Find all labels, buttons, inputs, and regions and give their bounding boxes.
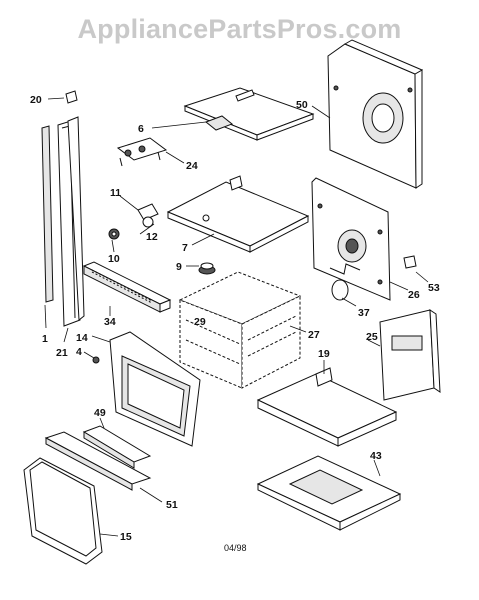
part-vent-grille-34 xyxy=(82,261,172,316)
callout-6: 6 xyxy=(138,123,144,135)
callout-24: 24 xyxy=(186,160,198,172)
callout-37: 37 xyxy=(358,307,370,319)
callout-15: 15 xyxy=(120,531,132,543)
date-code: 04/98 xyxy=(224,543,247,553)
part-switch-11 xyxy=(119,195,159,221)
part-gasket-37 xyxy=(331,279,357,307)
callout-20: 20 xyxy=(30,94,42,106)
part-top-panel-7 xyxy=(166,175,310,253)
part-knob-10 xyxy=(108,228,120,253)
part-side-strip-21 xyxy=(57,116,85,343)
part-handle-51 xyxy=(44,431,163,503)
part-rear-panel-50 xyxy=(311,39,424,189)
part-bottom-tray-43 xyxy=(256,455,402,531)
callout-19: 19 xyxy=(318,348,330,360)
callout-1: 1 xyxy=(42,333,48,345)
callout-12: 12 xyxy=(146,231,158,243)
callout-29: 29 xyxy=(194,316,206,328)
callout-26: 26 xyxy=(408,289,420,301)
callout-21: 21 xyxy=(56,347,68,359)
part-bracket-49 xyxy=(82,417,152,469)
part-door-frame-14 xyxy=(91,331,201,447)
part-screw-4 xyxy=(83,351,100,364)
callout-9: 9 xyxy=(176,261,182,273)
part-side-trim-1 xyxy=(41,125,54,329)
callout-34: 34 xyxy=(104,316,116,328)
callout-25: 25 xyxy=(366,331,378,343)
part-knob-12 xyxy=(139,216,155,235)
callout-50: 50 xyxy=(296,99,308,111)
callout-4: 4 xyxy=(76,346,82,358)
part-element-9 xyxy=(186,262,216,275)
callout-11: 11 xyxy=(110,187,121,199)
callout-10: 10 xyxy=(108,253,120,265)
callout-51: 51 xyxy=(166,499,178,511)
callout-49: 49 xyxy=(94,407,106,419)
part-side-panel-26 xyxy=(311,177,409,301)
part-clip-53 xyxy=(403,255,429,283)
callout-14: 14 xyxy=(76,332,88,344)
part-bracket-24 xyxy=(116,137,185,167)
part-panel-19 xyxy=(256,360,398,447)
part-oven-cavity-27 xyxy=(178,271,307,389)
callout-53: 53 xyxy=(428,282,440,294)
part-door-gasket-15 xyxy=(23,457,119,565)
part-top-shield-6 xyxy=(151,87,315,141)
callout-27: 27 xyxy=(308,329,320,341)
part-control-panel-25 xyxy=(367,309,441,401)
watermark: AppliancePartsPros.com xyxy=(77,14,402,44)
callout-7: 7 xyxy=(182,242,188,254)
callout-43: 43 xyxy=(370,450,382,462)
part-clip-20 xyxy=(47,90,78,104)
